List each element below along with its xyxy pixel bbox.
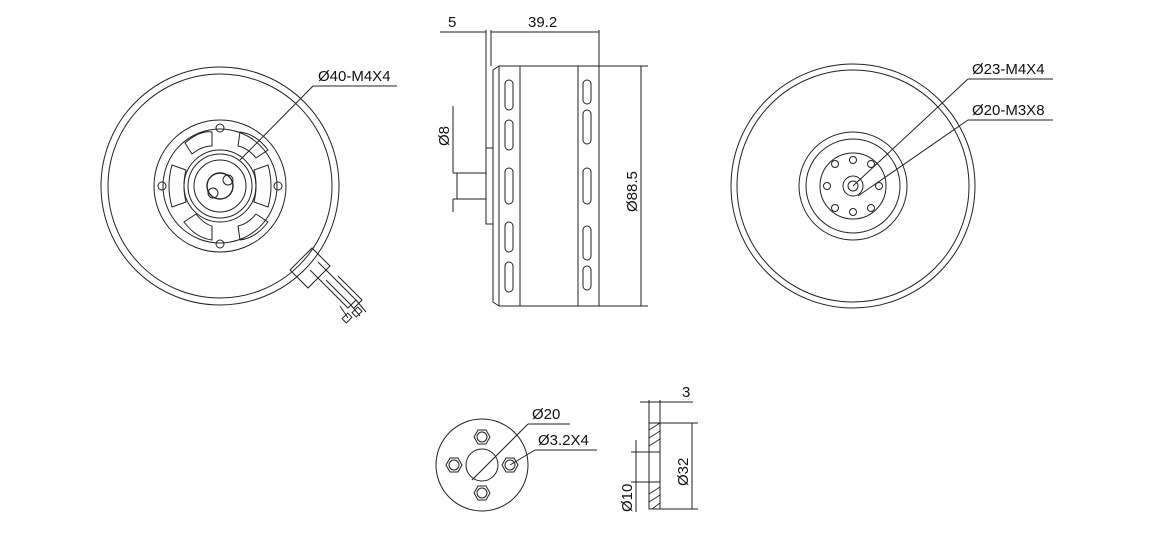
dim-body-diameter: Ø88.5	[624, 171, 641, 212]
dim-body-length: 39.2	[528, 14, 557, 31]
adapter-front-view: Ø20 Ø3.2X4	[435, 406, 597, 512]
back-mount-label-2: Ø20-M3X8	[972, 102, 1045, 119]
dim-adapter-outer: Ø32	[675, 458, 692, 486]
adapter-side-view: 3 Ø32 Ø10	[619, 384, 698, 512]
dim-shaft-diameter: Ø8	[436, 126, 453, 146]
adapter-center-label: Ø20	[532, 406, 560, 423]
dim-shaft-length: 5	[448, 14, 456, 31]
front-view: Ø40-M4X4	[100, 66, 397, 324]
back-view: Ø23-M4X4 Ø20-M3X8	[730, 61, 1053, 309]
front-mount-label: Ø40-M4X4	[318, 68, 391, 85]
adapter-holes-label: Ø3.2X4	[538, 432, 589, 449]
dim-adapter-thickness: 3	[682, 384, 690, 401]
dim-adapter-inner: Ø10	[619, 484, 636, 512]
back-mount-label-1: Ø23-M4X4	[972, 61, 1045, 78]
side-view: 5 39.2 Ø8 Ø88.5	[436, 14, 648, 307]
